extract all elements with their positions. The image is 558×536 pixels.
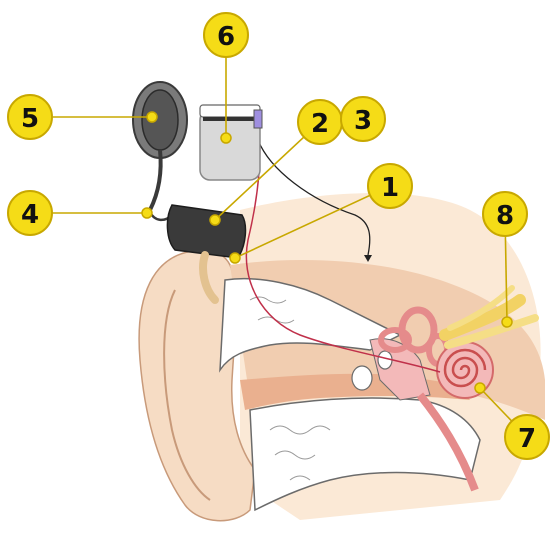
anchor-2	[210, 215, 220, 225]
label-2: 2	[311, 109, 329, 139]
label-5: 5	[21, 104, 39, 134]
ossicle	[352, 366, 372, 390]
label-3: 3	[354, 106, 372, 136]
anchor-4	[142, 208, 152, 218]
callout-2: 2	[298, 100, 342, 144]
label-6: 6	[217, 22, 235, 52]
anchor-6	[221, 133, 231, 143]
callout-1: 1	[368, 164, 412, 208]
callout-8: 8	[483, 192, 527, 236]
label-8: 8	[496, 201, 514, 231]
label-7: 7	[518, 424, 536, 454]
headpiece-cable	[150, 150, 161, 210]
callout-6: 6	[204, 13, 248, 57]
callout-5: 5	[8, 95, 52, 139]
label-1: 1	[381, 173, 399, 203]
anchor-1	[230, 253, 240, 263]
anchor-7	[475, 383, 485, 393]
anchor-5	[147, 112, 157, 122]
callout-4: 4	[8, 191, 52, 235]
callout-7: 7	[505, 415, 549, 459]
implant-connector	[254, 110, 262, 128]
speech-processor	[167, 205, 245, 258]
label-4: 4	[21, 200, 39, 230]
callout-3: 3	[341, 97, 385, 141]
implant-receiver-top	[200, 105, 260, 117]
implant-receiver-band	[203, 117, 257, 121]
anchor-8	[502, 317, 512, 327]
